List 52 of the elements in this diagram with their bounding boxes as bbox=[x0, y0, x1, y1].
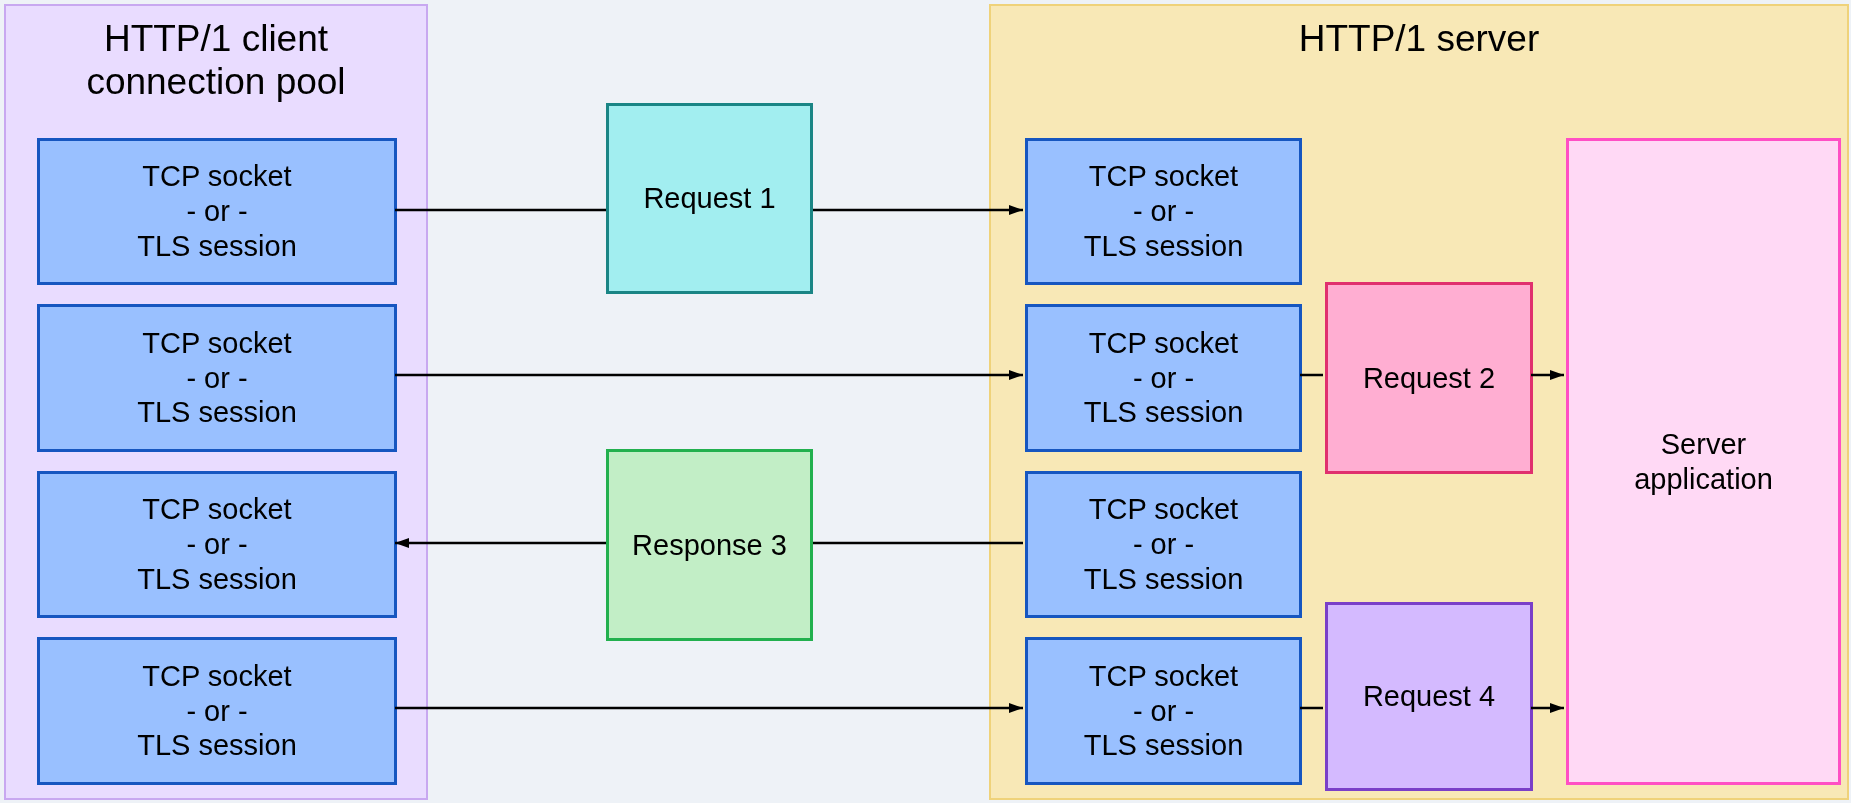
node-label: - or - bbox=[1132, 693, 1195, 729]
socket-box bbox=[37, 138, 397, 285]
arrow bbox=[395, 538, 606, 548]
node-label: TCP socket bbox=[142, 159, 292, 195]
node-label: TCP socket bbox=[1088, 325, 1239, 361]
socket-box bbox=[37, 471, 397, 618]
panel-title: HTTP/1 server bbox=[1298, 18, 1540, 61]
arrow bbox=[813, 205, 1023, 215]
socket-box bbox=[1025, 637, 1302, 785]
arrow bbox=[1531, 370, 1564, 380]
socket-box bbox=[1025, 304, 1302, 452]
request-box bbox=[1325, 282, 1533, 474]
response-box bbox=[606, 449, 813, 641]
node-label: TCP socket bbox=[1088, 159, 1239, 195]
node-label: TCP socket bbox=[142, 325, 292, 361]
node-label: Response 3 bbox=[632, 527, 787, 563]
node-label: Request 4 bbox=[1362, 679, 1496, 714]
node-label: TLS session bbox=[137, 228, 297, 264]
node-label: TCP socket bbox=[142, 658, 292, 694]
client-pool-panel bbox=[4, 4, 428, 800]
node-label: TLS session bbox=[1083, 728, 1244, 764]
socket-box bbox=[37, 637, 397, 785]
node-label: - or - bbox=[1132, 194, 1195, 229]
arrow bbox=[1531, 703, 1564, 713]
node-label: TLS session bbox=[137, 561, 297, 597]
node-label: - or - bbox=[1132, 527, 1195, 562]
node-label: - or - bbox=[186, 360, 248, 396]
arrow bbox=[395, 370, 1023, 380]
node-label: TCP socket bbox=[1088, 492, 1239, 528]
request-box bbox=[606, 103, 813, 294]
server-panel bbox=[989, 4, 1849, 800]
socket-box bbox=[1025, 471, 1302, 618]
application-box bbox=[1566, 138, 1841, 785]
node-label: TLS session bbox=[137, 395, 297, 431]
node-label: TCP socket bbox=[142, 492, 292, 528]
panel-title: HTTP/1 client connection pool bbox=[85, 18, 347, 104]
node-label: Server application bbox=[1633, 426, 1774, 497]
node-label: TLS session bbox=[1083, 561, 1244, 597]
request-box bbox=[1325, 602, 1533, 791]
node-label: TLS session bbox=[1083, 395, 1244, 431]
node-label: TLS session bbox=[1083, 228, 1244, 264]
node-label: - or - bbox=[186, 527, 248, 562]
node-label: TLS session bbox=[137, 728, 297, 764]
node-label: - or - bbox=[186, 693, 248, 729]
node-label: TCP socket bbox=[1088, 658, 1239, 694]
node-label: Request 1 bbox=[643, 181, 776, 216]
socket-box bbox=[1025, 138, 1302, 285]
node-label: - or - bbox=[1132, 360, 1195, 396]
node-label: - or - bbox=[186, 194, 248, 229]
socket-box bbox=[37, 304, 397, 452]
node-label: Request 2 bbox=[1362, 360, 1496, 396]
arrow bbox=[395, 703, 1023, 713]
